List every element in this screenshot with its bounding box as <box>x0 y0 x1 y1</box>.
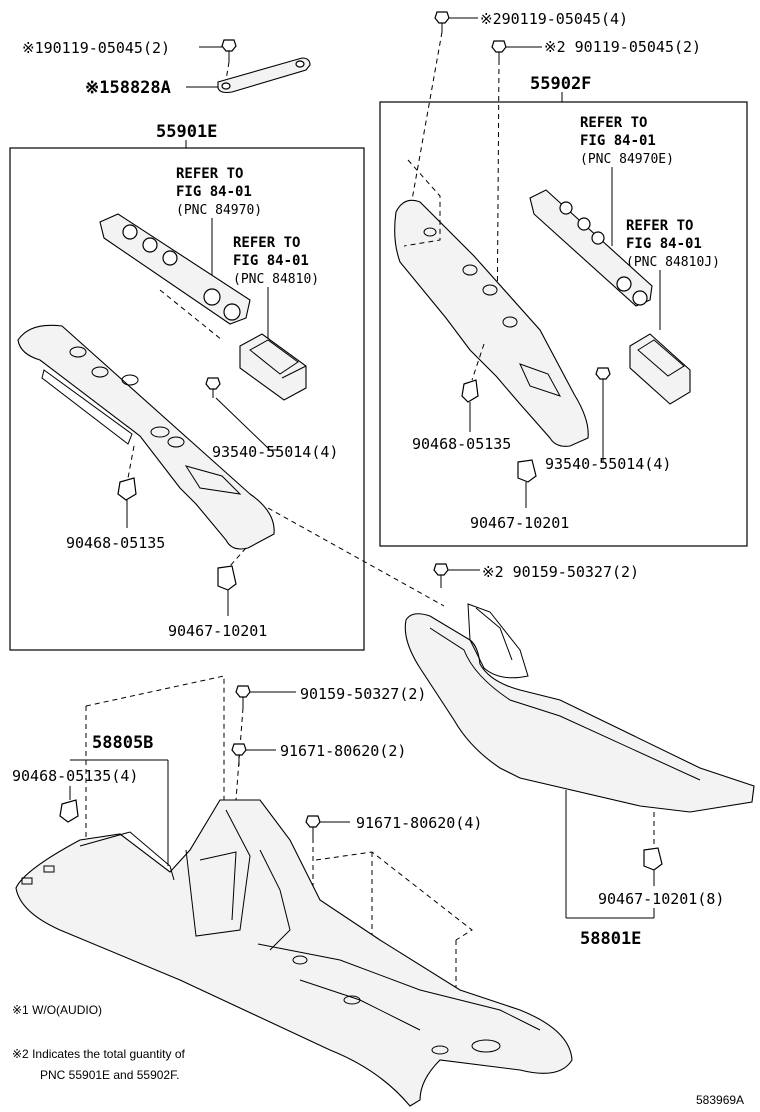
bolt-90159-mid <box>433 563 449 588</box>
ref-text-left-84810: REFER TO FIG 84-01 (PNC 84810) <box>233 235 319 287</box>
switch-module-right <box>629 333 691 405</box>
label-nut-90467-left: 90467-10201 <box>168 622 267 640</box>
nut-90467-58801e <box>643 847 663 871</box>
bolt-90119-b <box>434 11 450 32</box>
label-nut-90467-58801e: 90467-10201(8) <box>598 890 724 908</box>
bolt-90119-c <box>491 40 507 60</box>
clip-90468-right <box>461 379 479 403</box>
svg-text:REFER TO: REFER TO <box>233 235 300 251</box>
bolt-90159-lower <box>235 685 251 708</box>
ref-text-right-84810j: REFER TO FIG 84-01 (PNC 84810J) <box>626 218 720 270</box>
svg-text:FIG 84-01: FIG 84-01 <box>233 253 309 269</box>
lower-console-58805b <box>15 799 573 1107</box>
label-bracket-58828a: ※158828A <box>85 78 171 98</box>
label-group-55902f: 55902F <box>530 74 591 94</box>
svg-text:REFER TO: REFER TO <box>626 218 693 234</box>
ref-text-left-84970: REFER TO FIG 84-01 (PNC 84970) <box>176 166 262 218</box>
svg-text:(PNC 84810): (PNC 84810) <box>233 272 319 287</box>
switch-strip-left <box>99 213 251 325</box>
clip-90468-58805b <box>59 799 79 823</box>
label-screw-91671-b: 91671-80620(4) <box>356 814 482 832</box>
screw-93540-right <box>595 367 611 380</box>
clip-90468-left <box>117 477 137 501</box>
label-clip-90468-left: 90468-05135 <box>66 534 165 552</box>
note-2-line-2: PNC 55901E and 55902F. <box>40 1068 179 1082</box>
screw-93540-left <box>205 377 221 398</box>
ref-text-right-84970e: REFER TO FIG 84-01 (PNC 84970E) <box>580 115 674 167</box>
svg-text:(PNC 84970E): (PNC 84970E) <box>580 152 674 167</box>
svg-text:FIG 84-01: FIG 84-01 <box>626 236 702 252</box>
label-group-55901e: 55901E <box>156 122 217 142</box>
svg-text:(PNC 84810J): (PNC 84810J) <box>626 255 720 270</box>
label-bolt-90119-c: ※2 90119-05045(2) <box>544 38 701 56</box>
svg-text:REFER TO: REFER TO <box>580 115 647 131</box>
bolt-90119-a <box>221 39 237 81</box>
label-screw-91671-a: 91671-80620(2) <box>280 742 406 760</box>
label-nut-90467-right: 90467-10201 <box>470 514 569 532</box>
bracket-58828a <box>217 57 311 94</box>
nut-90467-left <box>217 565 237 591</box>
label-screw-93540-right: 93540-55014(4) <box>545 455 671 473</box>
svg-text:FIG 84-01: FIG 84-01 <box>176 184 252 200</box>
label-panel-58801e: 58801E <box>580 929 641 949</box>
screw-91671-a <box>231 743 247 766</box>
group-box-55901e <box>9 147 365 651</box>
label-bolt-90159-lower: 90159-50327(2) <box>300 685 426 703</box>
label-bolt-90159-mid: ※2 90159-50327(2) <box>482 563 639 581</box>
label-bolt-90119-a: ※190119-05045(2) <box>22 39 170 57</box>
group-box-55902f <box>379 101 748 547</box>
svg-text:FIG 84-01: FIG 84-01 <box>580 133 656 149</box>
label-box-58805b: 58805B <box>92 733 153 753</box>
screw-91671-b <box>305 815 321 838</box>
svg-text:REFER TO: REFER TO <box>176 166 243 182</box>
note-2-line-1: ※2 Indicates the total guantity of <box>12 1047 185 1061</box>
label-bolt-90119-b: ※290119-05045(4) <box>480 10 628 28</box>
switch-module-left <box>239 333 307 401</box>
note-1: ※1 W/O(AUDIO) <box>12 1003 102 1017</box>
figure-id: 583969A <box>696 1093 744 1107</box>
label-clip-58805b: 90468-05135(4) <box>12 767 138 785</box>
label-clip-90468-right: 90468-05135 <box>412 435 511 453</box>
upper-console-panel-58801e <box>404 603 755 813</box>
label-screw-93540-left: 93540-55014(4) <box>212 443 338 461</box>
nut-90467-right <box>517 459 537 483</box>
console-panel-55901e <box>17 324 275 550</box>
svg-text:(PNC 84970): (PNC 84970) <box>176 203 262 218</box>
switch-strip-right <box>529 189 653 307</box>
console-panel-55902f <box>394 159 589 447</box>
